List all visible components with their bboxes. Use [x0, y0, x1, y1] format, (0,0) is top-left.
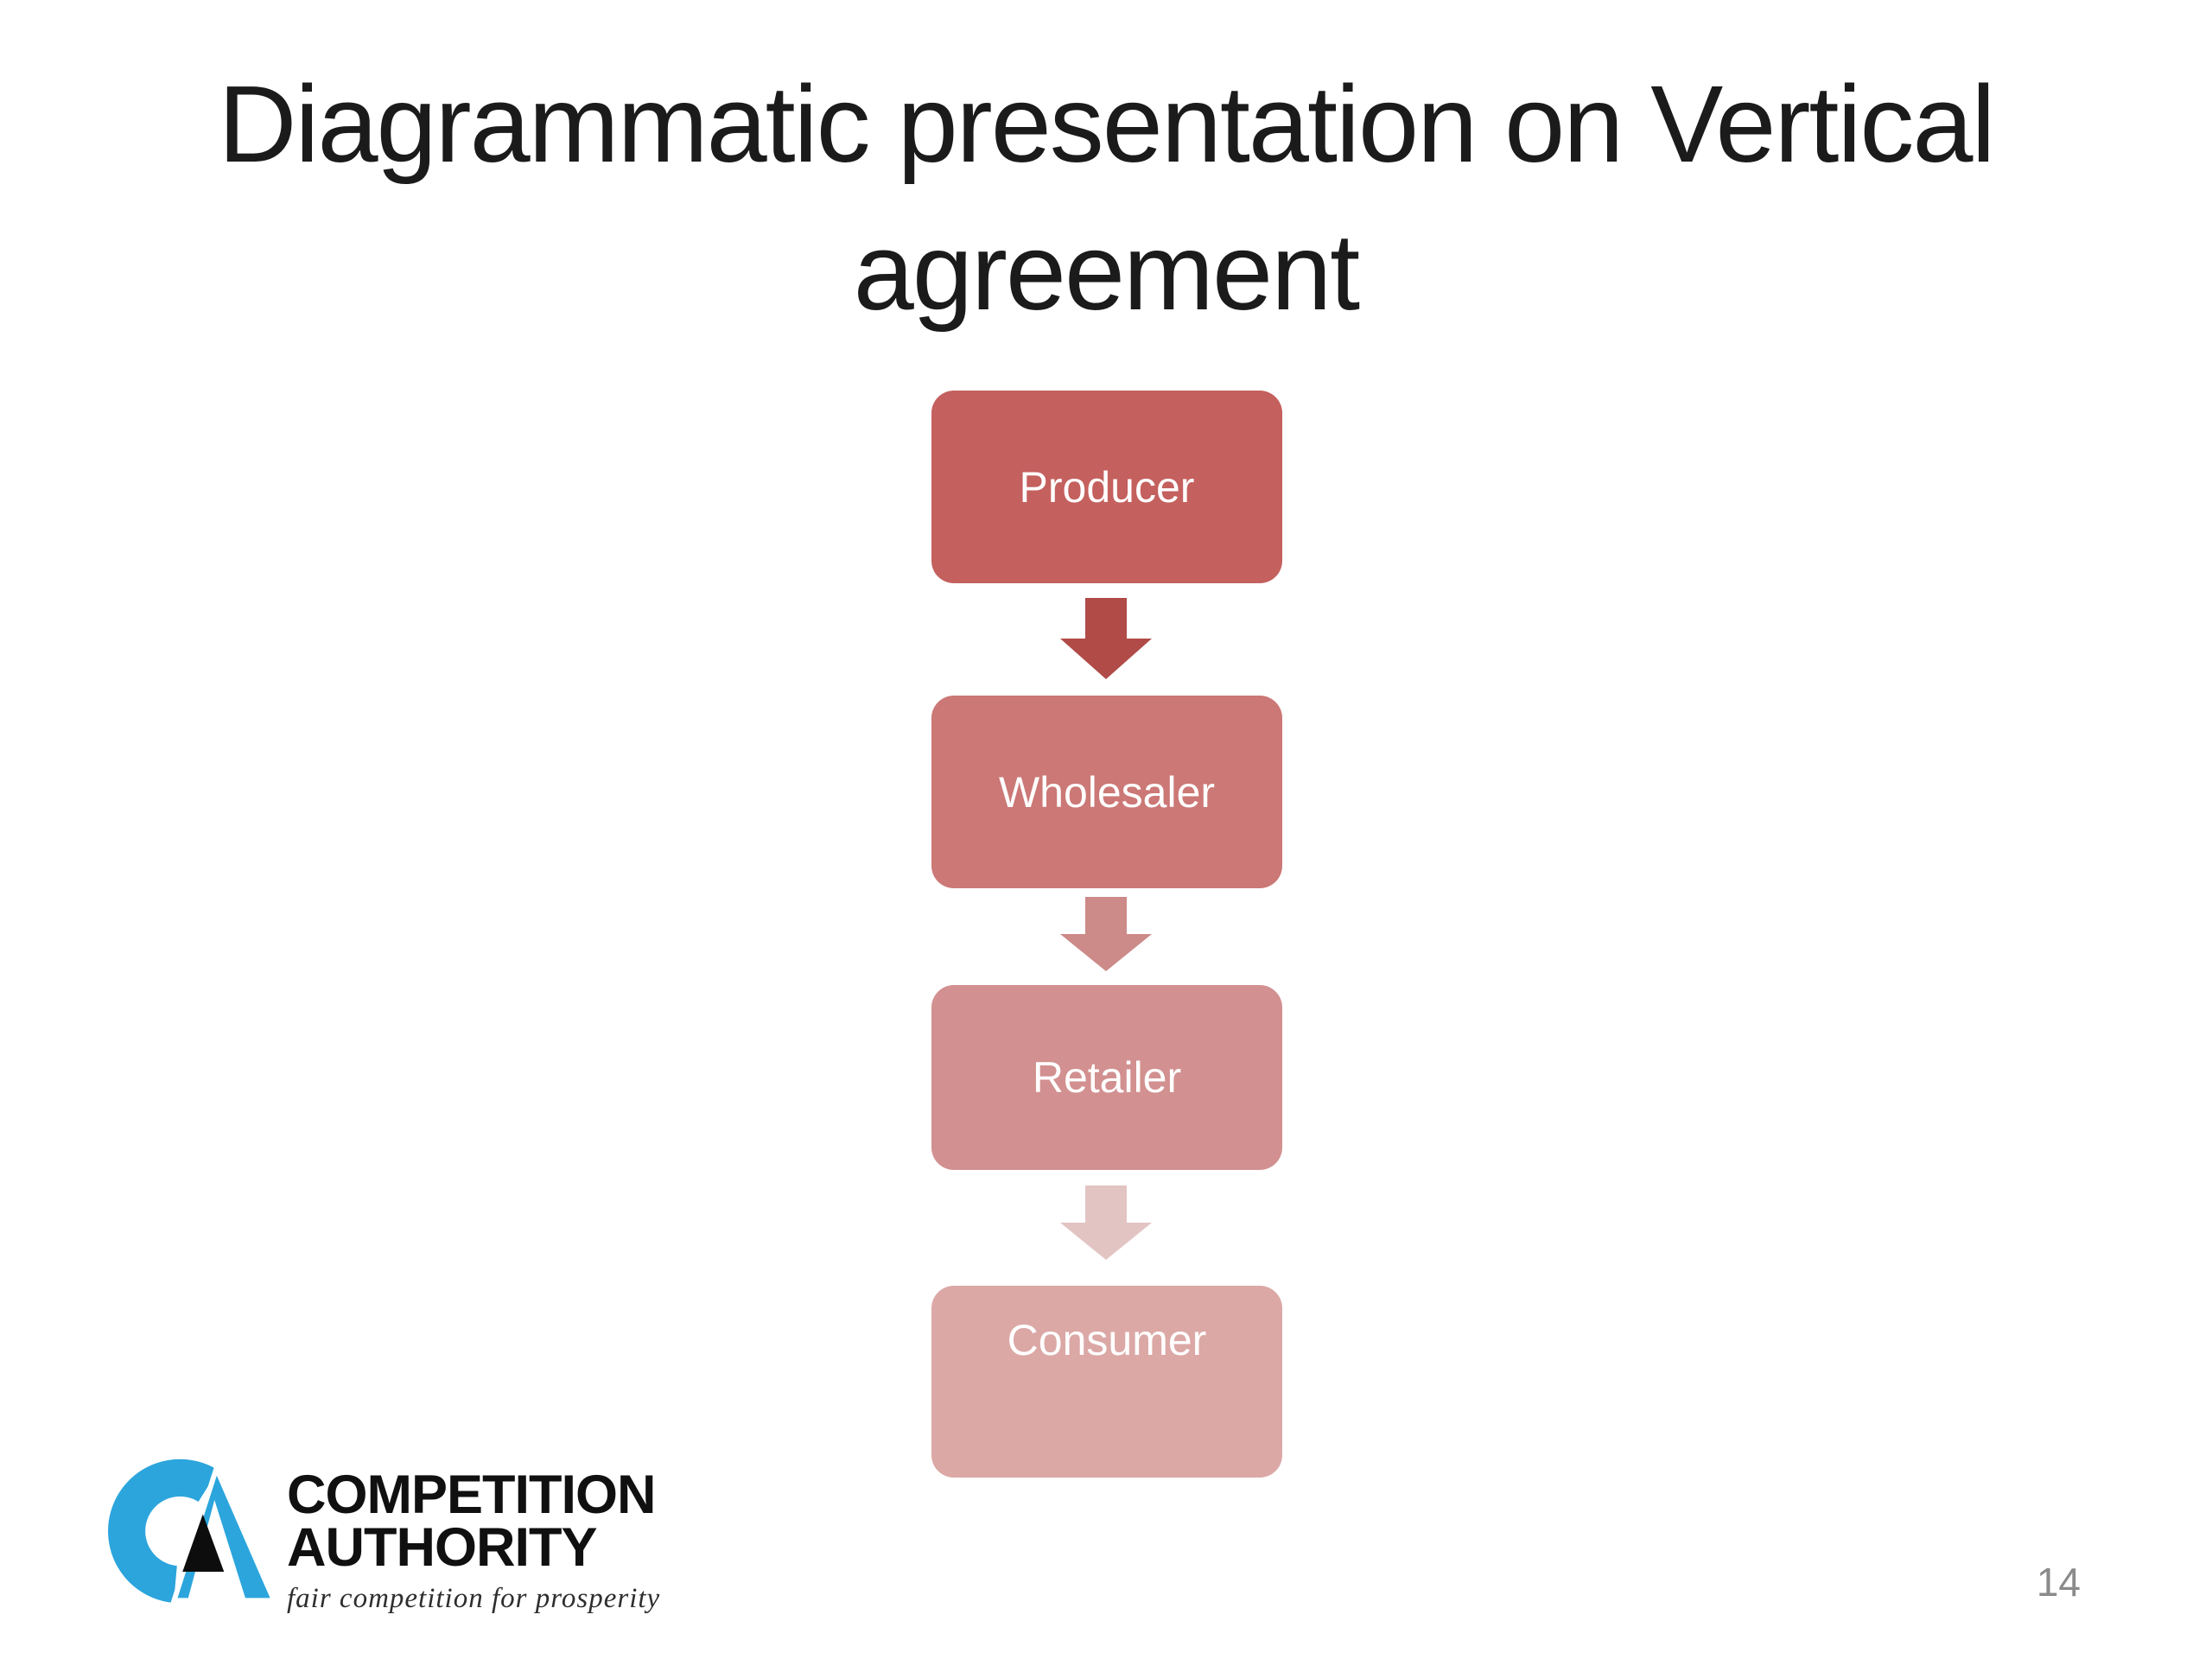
logo-c-shape [108, 1459, 219, 1604]
process-step-label: Producer [1019, 462, 1195, 512]
down-arrow-icon [1060, 1185, 1152, 1260]
process-step-wholesaler: Wholesaler [931, 696, 1282, 888]
process-step-label: Wholesaler [998, 767, 1216, 817]
slide-title: Diagrammatic presentation on Vertical ag… [0, 50, 2212, 346]
down-arrow-shape [1060, 598, 1152, 679]
down-arrow-icon [1060, 598, 1152, 679]
down-arrow-shape [1060, 897, 1152, 971]
logo-text-block: COMPETITION AUTHORITY fair competition f… [287, 1465, 661, 1615]
process-step-label: Consumer [1007, 1316, 1207, 1364]
logo-org-line1: COMPETITION [287, 1465, 657, 1525]
process-step-consumer: Consumer [931, 1286, 1282, 1478]
logo-a-shape [170, 1461, 277, 1604]
logo-triangle-shape [182, 1514, 225, 1573]
process-step-label: Retailer [1032, 1053, 1182, 1102]
slide-title-line2: agreement [853, 211, 1360, 334]
competition-authority-logo: COMPETITION AUTHORITY fair competition f… [108, 1457, 730, 1630]
ca-monogram-icon [108, 1459, 277, 1604]
page-number: 14 [2036, 1560, 2081, 1605]
logo-tagline: fair competition for prosperity [287, 1583, 661, 1615]
process-step-retailer: Retailer [931, 985, 1282, 1170]
process-step-producer: Producer [931, 391, 1282, 583]
logo-org-line2: AUTHORITY [287, 1517, 597, 1579]
slide-title-line1: Diagrammatic presentation on Vertical [218, 63, 1995, 185]
down-arrow-icon [1060, 897, 1152, 971]
down-arrow-shape [1060, 1185, 1152, 1260]
